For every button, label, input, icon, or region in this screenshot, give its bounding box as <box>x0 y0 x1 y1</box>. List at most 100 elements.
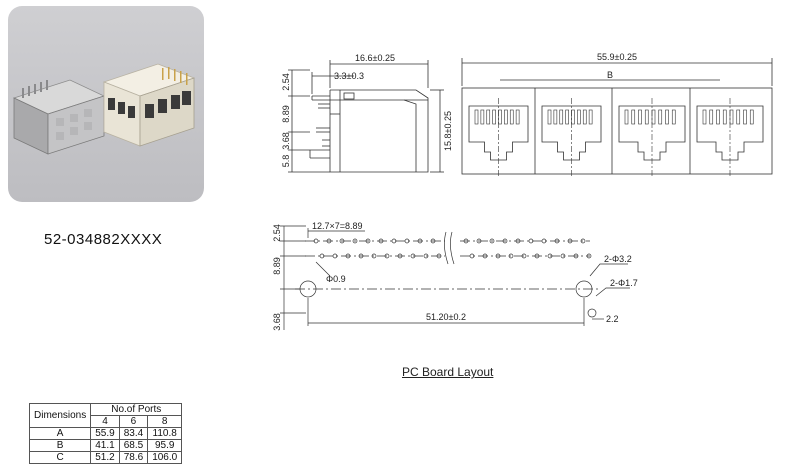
pcb-dim-peg2: 2-Φ1.7 <box>610 278 638 288</box>
pcb-pin-hole <box>521 253 527 259</box>
port-contact <box>498 109 502 125</box>
port-contact <box>743 109 747 125</box>
table-cell: 51.2 <box>90 451 120 464</box>
pcb-pin-hole <box>417 238 423 244</box>
front-view <box>461 58 773 175</box>
port-contact <box>515 109 520 125</box>
pcb-pin-hole <box>430 238 436 244</box>
connector-photo-illustration <box>12 63 196 155</box>
pcb-pin-hole <box>423 253 429 259</box>
port-contact <box>644 109 649 125</box>
pcb-pin-hole <box>495 253 501 259</box>
table-cell: 95.9 <box>147 439 183 452</box>
side-dim-height: 15.8±0.25 <box>443 111 453 151</box>
pcb-dim-offset: 2.2 <box>606 314 619 324</box>
pcb-pin-hole <box>358 253 364 259</box>
rj45-port-outline <box>468 105 529 161</box>
port-contact <box>559 109 564 125</box>
table-row-label: B <box>28 439 92 452</box>
pcb-dim-bottom: 3.68 <box>272 313 282 331</box>
table-cell: 83.4 <box>118 427 149 440</box>
side-dim-bottom: 5.8 <box>281 155 291 168</box>
pcb-dim-peg: 2-Φ3.2 <box>604 254 632 264</box>
table-row-label: A <box>28 427 92 440</box>
table-port-col: 8 <box>147 415 183 428</box>
pcb-layout <box>280 225 630 330</box>
pcb-dim-hole: Φ0.9 <box>326 274 346 284</box>
pcb-pin-hole <box>391 238 397 244</box>
pcb-pin-hole <box>541 238 547 244</box>
table-header-row: Dimensions No.of Ports <box>28 403 183 428</box>
port-contact <box>565 109 569 125</box>
pcb-holes <box>313 238 592 259</box>
front-dim-width: 55.9±0.25 <box>597 52 637 62</box>
pcb-pin-hole <box>463 238 469 244</box>
pcb-pin-hole <box>586 253 592 259</box>
rj45-port-outline <box>696 105 764 161</box>
pcb-pin-hole <box>404 238 410 244</box>
dimensions-table: Dimensions No.of Ports 4 6 8 A 55.9 83.4… <box>28 403 183 464</box>
pcb-pin-hole <box>560 253 566 259</box>
pcb-pin-hole <box>313 238 319 244</box>
port-contact <box>722 109 727 125</box>
side-dim-lower: 3.68 <box>281 132 291 150</box>
pcb-pin-hole <box>378 238 384 244</box>
pcb-pin-hole <box>580 238 586 244</box>
table-cell: 78.6 <box>118 451 149 464</box>
side-dim-length: 16.6±0.25 <box>355 53 395 63</box>
port-contact <box>658 109 663 125</box>
pcb-pin-hole <box>547 253 553 259</box>
table-port-col: 4 <box>90 415 120 428</box>
pcb-pin-hole <box>489 238 495 244</box>
side-dim-mid: 8.89 <box>281 105 291 123</box>
port-contact <box>504 109 508 125</box>
table-cell: 110.8 <box>147 427 183 440</box>
pcb-pin-hole <box>567 238 573 244</box>
port-contact <box>716 109 720 125</box>
pcb-dim-top: 2.54 <box>272 224 282 242</box>
table-cell: 41.1 <box>90 439 120 452</box>
pcb-pin-hole <box>397 253 403 259</box>
table-row: B 41.1 68.5 95.9 <box>28 439 183 452</box>
pcb-pin-hole <box>508 253 514 259</box>
pcb-pin-hole <box>332 253 338 259</box>
pcb-pin-hole <box>319 253 325 259</box>
port-contact <box>582 109 587 125</box>
rj45-port-outline <box>618 105 686 161</box>
table-header-ports: No.of Ports <box>90 403 183 416</box>
table-cell: 106.0 <box>147 451 183 464</box>
pcb-pin-hole <box>515 238 521 244</box>
pcb-pin-hole <box>469 253 475 259</box>
pcb-pin-hole <box>573 253 579 259</box>
port-contact <box>486 109 491 125</box>
port-contact <box>474 109 479 125</box>
port-contact <box>492 109 496 125</box>
side-dim-tab: 3.3±0.3 <box>334 71 364 81</box>
port-contact <box>624 109 629 125</box>
pcb-dim-row: 8.89 <box>272 257 282 275</box>
product-photo <box>8 6 204 202</box>
port-contact <box>480 109 485 125</box>
table-row: A 55.9 83.4 110.8 <box>28 427 183 440</box>
port-contact <box>588 109 593 125</box>
port-contact <box>665 109 669 125</box>
pcb-pin-hole <box>502 238 508 244</box>
table-port-col: 6 <box>118 415 149 428</box>
pcb-pin-hole <box>352 238 358 244</box>
port-contact <box>709 109 714 125</box>
pcb-dim-pitch: 12.7×7=8.89 <box>312 221 363 231</box>
table-row-label: C <box>28 451 92 464</box>
pcb-dim-span: 51.20±0.2 <box>426 312 466 322</box>
part-number: 52-034882XXXX <box>44 231 163 248</box>
port-contact <box>702 109 707 125</box>
table-header-dimensions: Dimensions <box>28 403 92 428</box>
pcb-pin-hole <box>339 238 345 244</box>
port-contact <box>651 109 656 125</box>
port-contact <box>671 109 676 125</box>
pcb-pin-hole <box>534 253 540 259</box>
port-contact <box>638 109 642 125</box>
front-ports <box>468 98 764 178</box>
port-contact <box>736 109 741 125</box>
port-contact <box>509 109 514 125</box>
